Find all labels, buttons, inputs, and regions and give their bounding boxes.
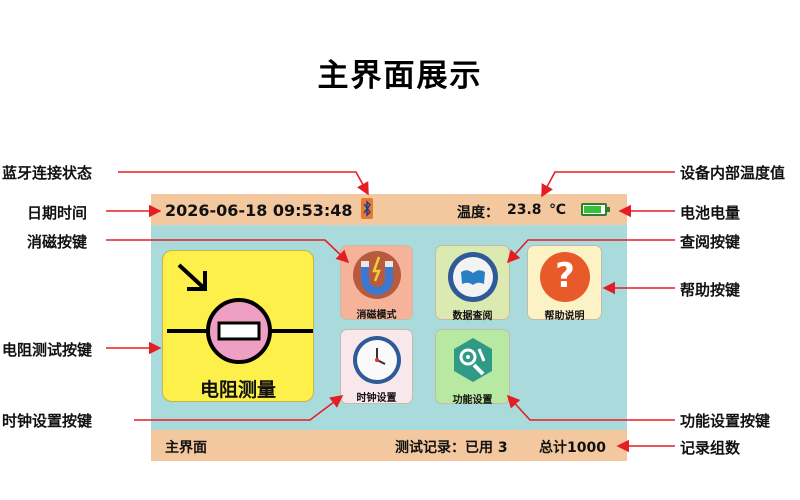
device-screen: 2026-06-18 09:53:48 温度： 23.8 ℃ 电阻测量 [151, 194, 627, 461]
bluetooth-icon [361, 198, 373, 219]
temperature-value: 23.8 [507, 202, 542, 218]
arrow-function [506, 394, 675, 421]
status-bar-bottom: 主界面 测试记录：已用 3 总计1000 [151, 430, 627, 461]
annotation-degauss: 消磁按键 [27, 233, 88, 251]
annotation-battery: 电池电量 [680, 204, 741, 222]
temperature-unit: ℃ [549, 202, 566, 218]
help-label: 帮助说明 [544, 311, 585, 322]
data-query-label: 数据查阅 [452, 311, 493, 322]
arrow-clock [134, 395, 344, 421]
annotation-help: 帮助按键 [680, 281, 741, 299]
function-settings-label: 功能设置 [452, 395, 493, 406]
current-screen-label: 主界面 [165, 440, 207, 456]
help-button[interactable]: ? 帮助说明 [527, 245, 602, 322]
wrench-gear-icon [452, 337, 494, 383]
arrow-query [506, 239, 675, 264]
status-bar-top: 2026-06-18 09:53:48 温度： 23.8 ℃ [151, 194, 627, 225]
data-query-button[interactable]: 数据查阅 [435, 245, 510, 322]
degauss-mode-button[interactable]: 消磁模式 [340, 245, 413, 321]
annotation-function: 功能设置按键 [680, 412, 771, 430]
annotation-temperature: 设备内部温度值 [680, 164, 786, 182]
annotation-resistance: 电阻测试按键 [2, 341, 93, 359]
magnet-icon [353, 251, 401, 299]
annotation-bluetooth: 蓝牙连接状态 [2, 164, 93, 182]
record-total: 总计1000 [539, 440, 606, 456]
arrow-temperature [541, 171, 675, 198]
annotation-datetime: 日期时间 [27, 204, 88, 222]
resistance-measure-label: 电阻测量 [199, 379, 276, 401]
degauss-mode-label: 消磁模式 [356, 310, 397, 321]
book-icon [448, 252, 498, 302]
annotation-clock: 时钟设置按键 [2, 412, 93, 430]
page-title: 主界面展示 [317, 58, 483, 94]
arrow-degauss [106, 239, 350, 264]
question-icon: ? [540, 252, 590, 302]
temperature-label: 温度： [457, 205, 499, 221]
resistance-measure-button[interactable]: 电阻测量 [162, 250, 314, 402]
resistor-icon [167, 263, 313, 364]
clock-settings-button[interactable]: 时钟设置 [340, 329, 413, 404]
clock-settings-label: 时钟设置 [356, 393, 397, 404]
annotation-records: 记录组数 [680, 439, 741, 457]
battery-icon [581, 203, 610, 216]
arrow-bluetooth [118, 171, 369, 196]
datetime-display: 2026-06-18 09:53:48 [165, 201, 353, 220]
annotation-query: 查阅按键 [680, 233, 741, 251]
clock-icon [353, 336, 401, 384]
function-settings-button[interactable]: 功能设置 [435, 329, 510, 406]
record-usage: 测试记录：已用 3 [395, 440, 508, 456]
